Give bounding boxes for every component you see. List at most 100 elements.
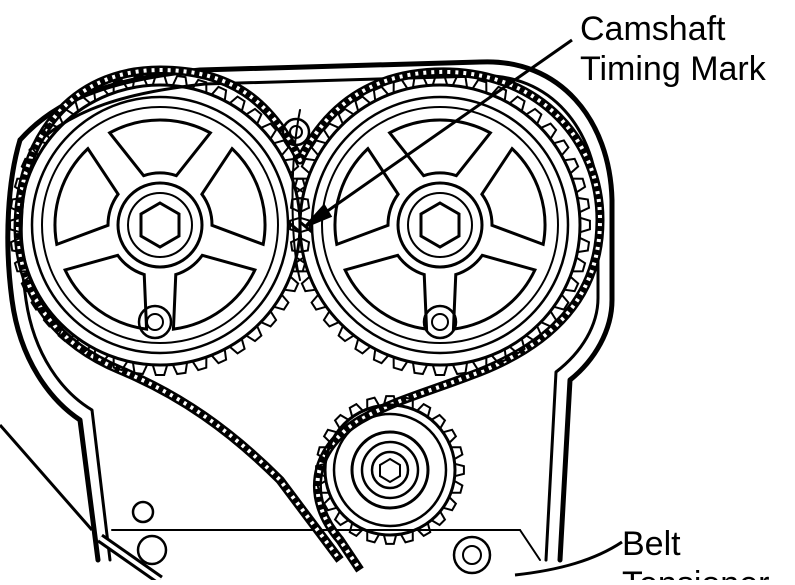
sprocket-window bbox=[200, 146, 267, 247]
gear-tooth bbox=[416, 522, 432, 538]
gear-tooth bbox=[366, 396, 381, 410]
gear-tooth bbox=[284, 157, 300, 175]
gear-tooth bbox=[442, 496, 458, 512]
gear-tooth bbox=[300, 275, 316, 293]
gear-tooth bbox=[540, 310, 558, 328]
gear-tooth bbox=[354, 95, 372, 112]
gear-tooth bbox=[382, 534, 398, 545]
gear-tooth bbox=[322, 428, 338, 444]
gear-tooth bbox=[131, 362, 149, 376]
gear-tooth bbox=[354, 338, 372, 355]
gear-tooth bbox=[333, 510, 350, 527]
gear-tooth bbox=[382, 395, 398, 406]
gear-tooth bbox=[564, 275, 580, 293]
gear-tooth bbox=[399, 396, 414, 410]
gear-tooth bbox=[310, 139, 327, 157]
belt-tensioner-pulley bbox=[315, 395, 492, 575]
gear-tooth bbox=[471, 357, 488, 372]
gear-tooth bbox=[300, 157, 316, 175]
gear-tooth bbox=[112, 357, 129, 372]
gear-tooth bbox=[74, 338, 92, 355]
gear-tooth bbox=[9, 236, 23, 254]
gear-tooth bbox=[191, 357, 208, 372]
label-belt: Belt bbox=[622, 525, 681, 563]
belt-tensioner-leader bbox=[514, 540, 623, 577]
gear-tooth bbox=[151, 364, 169, 376]
gear-tooth bbox=[228, 95, 246, 112]
gear-tooth bbox=[471, 78, 488, 93]
sprocket-window bbox=[451, 253, 538, 331]
label-camshaft: Camshaft bbox=[580, 10, 726, 48]
gear-tooth bbox=[430, 510, 447, 527]
gear-tooth bbox=[151, 74, 169, 86]
gear-tooth bbox=[337, 325, 355, 343]
gear-tooth bbox=[392, 357, 409, 372]
gear-tooth bbox=[572, 256, 587, 273]
gear-tooth bbox=[20, 157, 36, 175]
gear-tooth bbox=[171, 362, 189, 376]
gear-tooth bbox=[289, 196, 303, 214]
gear-tooth bbox=[315, 462, 326, 478]
gear-tooth bbox=[289, 236, 303, 254]
gear-tooth bbox=[525, 107, 543, 125]
gear-tooth bbox=[348, 402, 364, 418]
gear-tooth bbox=[442, 428, 458, 444]
gear-tooth bbox=[210, 85, 228, 101]
gear-tooth bbox=[416, 402, 432, 418]
sprocket-window bbox=[387, 118, 493, 178]
sprocket-window bbox=[480, 146, 547, 247]
sprocket-spokes bbox=[53, 118, 267, 331]
gear-tooth bbox=[57, 325, 75, 343]
gear-tooth bbox=[579, 216, 591, 234]
gear-tooth bbox=[131, 74, 149, 88]
sprocket-window bbox=[53, 146, 120, 247]
timing-belt bbox=[13, 65, 605, 573]
gear-tooth bbox=[508, 338, 526, 355]
gear-tooth bbox=[42, 310, 60, 328]
gear-tooth bbox=[245, 107, 263, 125]
gear-tooth bbox=[490, 349, 508, 365]
timing-marks bbox=[287, 220, 313, 234]
sprocket-window bbox=[171, 253, 258, 331]
gear-tooth bbox=[293, 177, 308, 194]
gear-tooth bbox=[171, 74, 189, 88]
gear-tooth bbox=[310, 293, 327, 311]
gear-tooth bbox=[450, 446, 464, 461]
gear-tooth bbox=[20, 275, 36, 293]
gear-tooth bbox=[372, 85, 390, 101]
gear-tooth bbox=[392, 78, 409, 93]
gear-tooth bbox=[372, 349, 390, 365]
gear-tooth bbox=[273, 293, 290, 311]
gear-tooth bbox=[577, 236, 591, 254]
gear-tooth bbox=[210, 349, 228, 365]
gear-tooth bbox=[572, 177, 587, 194]
gear-tooth bbox=[245, 325, 263, 343]
gear-tooth bbox=[42, 122, 60, 140]
sprocket-spokes bbox=[333, 118, 547, 331]
sprocket-window bbox=[342, 253, 429, 331]
gear-tooth bbox=[316, 479, 330, 494]
sprocket-teeth bbox=[289, 74, 591, 376]
gear-tooth bbox=[260, 122, 278, 140]
gear-tooth bbox=[411, 74, 429, 88]
gear-tooth bbox=[13, 177, 28, 194]
gear-tooth bbox=[322, 122, 340, 140]
gear-tooth bbox=[293, 256, 308, 273]
sprocket-window bbox=[107, 118, 213, 178]
gear-tooth bbox=[322, 310, 340, 328]
gear-tooth bbox=[92, 349, 110, 365]
gear-tooth bbox=[411, 362, 429, 376]
gear-tooth bbox=[451, 74, 469, 88]
gear-tooth bbox=[508, 95, 526, 112]
label-belt-tensioner: Belt Tensioner bbox=[622, 525, 769, 585]
gear-tooth bbox=[9, 216, 21, 234]
right-camshaft-sprocket bbox=[289, 74, 591, 376]
gear-tooth bbox=[30, 293, 47, 311]
gear-tooth bbox=[9, 196, 23, 214]
leader-lines bbox=[304, 38, 623, 577]
gear-tooth bbox=[57, 107, 75, 125]
gear-tooth bbox=[431, 364, 449, 376]
tensioner-teeth bbox=[315, 395, 465, 545]
label-timing-mark: Timing Mark bbox=[580, 50, 767, 88]
